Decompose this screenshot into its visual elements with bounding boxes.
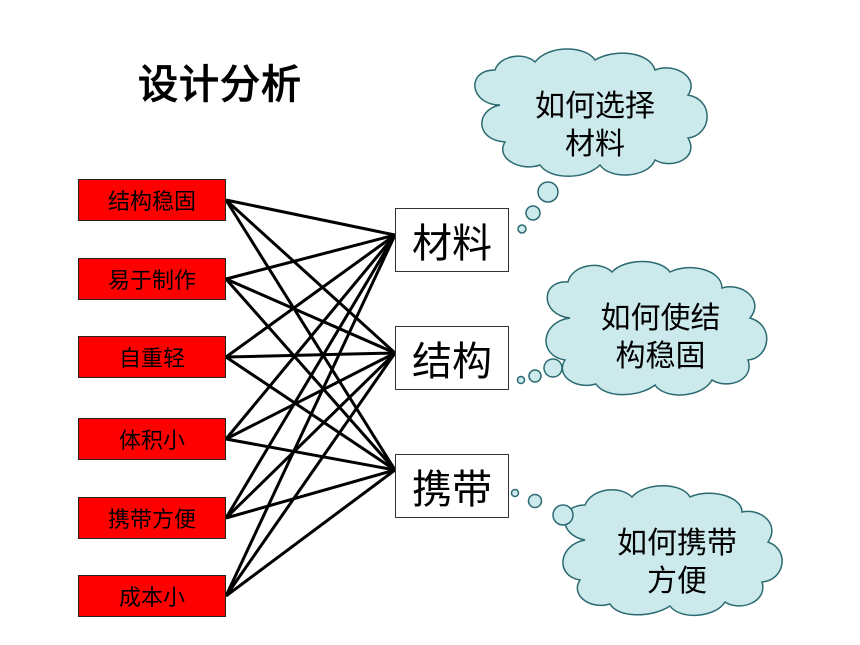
thought-line: 方便 [647, 564, 707, 599]
connection-lines [224, 198, 397, 598]
aspect-box-portability: 携带 [395, 454, 509, 518]
link [225, 277, 396, 355]
thought-dot [552, 504, 574, 526]
thought-line: 如何选择 [535, 89, 655, 124]
link [224, 351, 397, 520]
aspect-box-structure: 结构 [395, 326, 509, 390]
link [224, 234, 397, 597]
requirement-box-6: 成本小 [78, 575, 226, 617]
thought-line: 如何使结 [600, 301, 721, 336]
requirement-box-3: 自重轻 [78, 336, 226, 378]
thought-text-1: 如何选择 材料 [500, 88, 690, 164]
requirement-box-1: 结构稳固 [78, 179, 226, 221]
thought-dot [528, 369, 542, 383]
thought-text-3: 如何携带 方便 [582, 525, 772, 601]
link [225, 468, 396, 598]
page-title: 设计分析 [138, 62, 302, 108]
requirement-box-5: 携带方便 [78, 497, 226, 539]
thought-dot [537, 181, 559, 203]
aspect-box-material: 材料 [395, 208, 509, 272]
thought-dot [525, 205, 541, 221]
thought-dot [510, 488, 520, 498]
link [225, 233, 396, 281]
requirement-box-2: 易于制作 [78, 258, 226, 300]
thought-dot [543, 358, 563, 378]
thought-line: 如何携带 [617, 526, 737, 561]
thought-dot [516, 375, 526, 385]
link [225, 233, 396, 359]
thought-cloud-3 [510, 485, 783, 617]
thought-text-2: 如何使结 构稳固 [568, 300, 753, 376]
requirement-box-4: 体积小 [78, 418, 226, 460]
link [224, 234, 397, 519]
thought-cloud-1 [474, 48, 708, 234]
thought-dot [527, 493, 543, 509]
cloud-shape [562, 485, 783, 617]
link [225, 437, 396, 472]
link [225, 468, 396, 520]
link [225, 351, 396, 441]
thought-cloud-2 [516, 260, 768, 396]
link [224, 234, 397, 440]
thought-line: 材料 [565, 127, 625, 162]
thought-line: 构稳固 [615, 339, 706, 374]
link [225, 351, 396, 359]
cloud-shape [474, 48, 708, 177]
cloud-shape [545, 260, 768, 396]
link [224, 198, 397, 355]
link [225, 198, 396, 237]
thought-dot [517, 224, 527, 234]
link [224, 352, 397, 597]
